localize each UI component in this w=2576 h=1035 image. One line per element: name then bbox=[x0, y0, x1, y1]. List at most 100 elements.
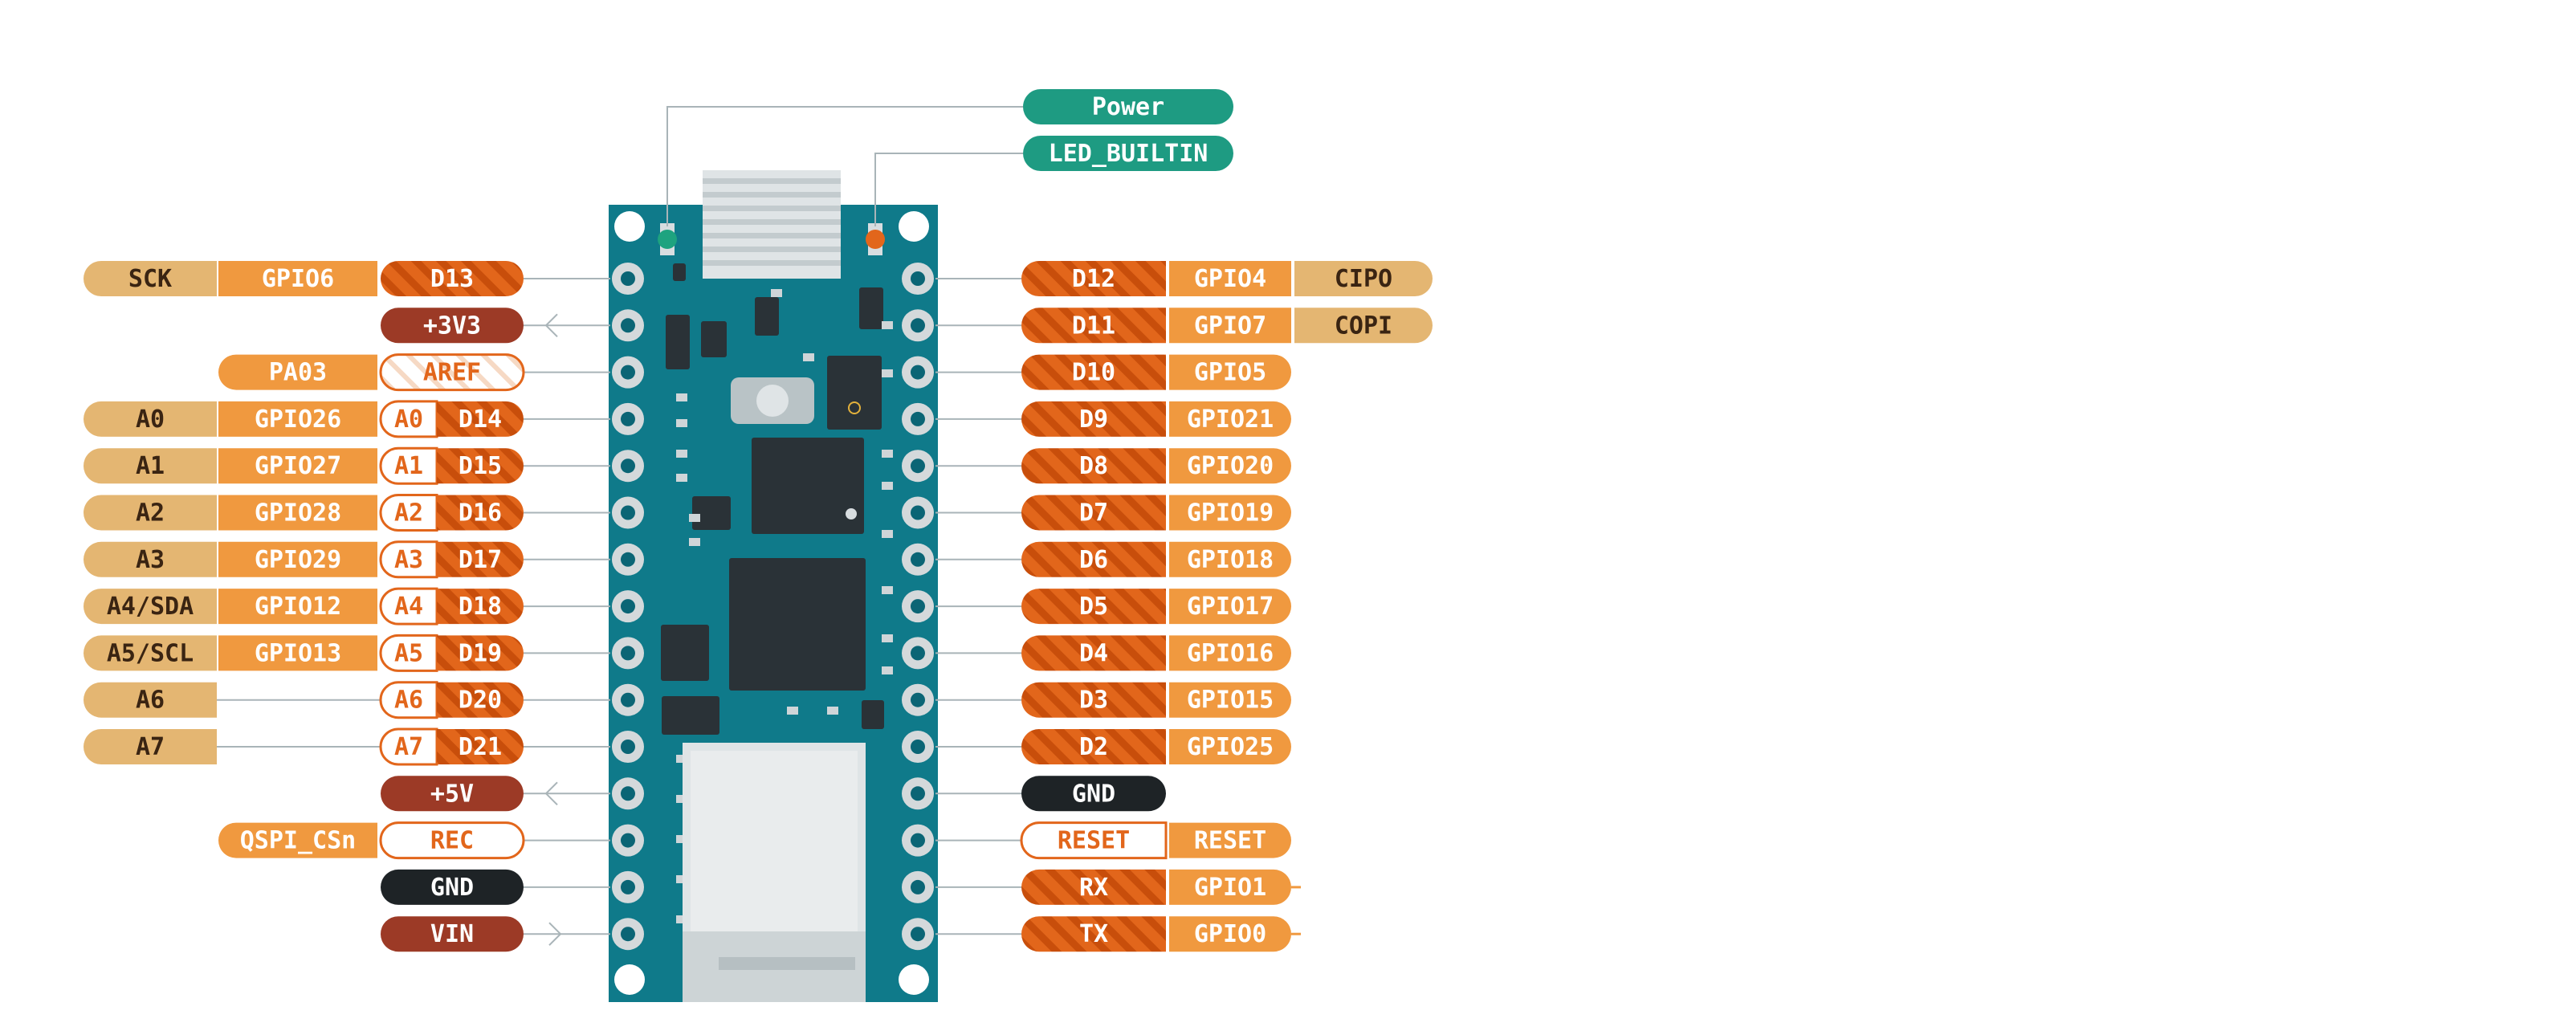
periph-label-shape bbox=[83, 401, 217, 437]
periph-label-shape bbox=[84, 261, 217, 296]
smd-part bbox=[803, 353, 814, 361]
pin-label-text: D8 bbox=[1079, 452, 1108, 480]
wifi-antenna-trace bbox=[719, 957, 855, 970]
pin-label: D16 bbox=[437, 495, 524, 531]
component bbox=[673, 263, 686, 281]
periph-label-text: A2 bbox=[136, 499, 165, 528]
pin-pad-hole bbox=[911, 411, 925, 426]
pin-label-shape bbox=[1021, 354, 1166, 390]
pin-pad-hole bbox=[621, 505, 635, 520]
pin-label-text: D3 bbox=[1079, 687, 1108, 715]
pin-label: AREF bbox=[379, 353, 525, 392]
gpio-label: GPIO18 bbox=[1169, 541, 1291, 577]
pin-label: D6 bbox=[1021, 541, 1166, 577]
analog-label-shape bbox=[379, 587, 438, 625]
periph-label-shape bbox=[84, 495, 218, 531]
gpio-label: GPIO13 bbox=[218, 635, 377, 671]
periph-label: CIPO bbox=[1294, 261, 1433, 296]
power-led-label-text: Power bbox=[1092, 93, 1164, 121]
gpio-label-shape bbox=[1169, 916, 1291, 952]
pin-label-shape bbox=[381, 308, 524, 344]
mounting-hole bbox=[899, 211, 929, 242]
mcu-chip bbox=[729, 558, 866, 691]
pin-label: RX bbox=[1021, 869, 1166, 905]
smd-part bbox=[676, 875, 687, 883]
analog-label-text: A1 bbox=[394, 452, 423, 480]
pin-pad-hole bbox=[911, 599, 925, 614]
pin-label-text: D14 bbox=[459, 405, 502, 434]
gpio-label-text: GPIO26 bbox=[255, 405, 341, 434]
smd-part bbox=[882, 321, 893, 329]
usb-connector-stripe bbox=[703, 206, 841, 211]
analog-label-text: A7 bbox=[394, 733, 423, 761]
gpio-label-text: GPIO7 bbox=[1194, 312, 1266, 340]
pin-pad-hole bbox=[621, 786, 635, 801]
smd-part bbox=[676, 835, 687, 843]
pin-label: D11 bbox=[1021, 308, 1166, 344]
gpio-label: GPIO20 bbox=[1169, 448, 1291, 484]
gpio-label-shape bbox=[1169, 635, 1291, 671]
pin-label-shape bbox=[381, 869, 524, 905]
periph-label-shape bbox=[84, 635, 218, 671]
analog-label-text: A4 bbox=[394, 593, 423, 621]
gpio-label: GPIO5 bbox=[1169, 354, 1291, 390]
reset-button-cap bbox=[756, 385, 789, 417]
gpio-label-text: GPIO13 bbox=[255, 639, 341, 667]
pin-pad-hole bbox=[911, 552, 925, 567]
gpio-label: GPIO1 bbox=[1169, 869, 1291, 905]
pin-label: D13 bbox=[381, 261, 524, 296]
pin-label-text: D10 bbox=[1072, 359, 1115, 387]
pin-pad-hole bbox=[621, 365, 635, 380]
analog-label: A2 bbox=[379, 494, 438, 532]
pin-label-shape bbox=[381, 776, 524, 812]
gpio-label-text: RESET bbox=[1194, 827, 1266, 855]
periph-label-text: SCK bbox=[128, 265, 172, 293]
mounting-hole bbox=[899, 964, 929, 995]
pin-label: D20 bbox=[437, 682, 524, 718]
pin-label: REC bbox=[379, 821, 525, 860]
main-chip bbox=[752, 438, 864, 534]
pin-label: D10 bbox=[1021, 354, 1166, 390]
pin-label-shape bbox=[1021, 635, 1166, 671]
gpio-label-shape bbox=[218, 448, 377, 484]
smd-part bbox=[882, 450, 893, 458]
gpio-label-text: GPIO27 bbox=[255, 452, 341, 480]
pin-label-shape bbox=[1021, 261, 1166, 296]
pin-label: D8 bbox=[1021, 448, 1166, 484]
gpio-label-shape bbox=[218, 495, 377, 531]
pin-label-text: D4 bbox=[1079, 639, 1108, 667]
analog-label-text: A0 bbox=[394, 405, 423, 434]
pin-label-shape bbox=[437, 635, 524, 671]
smd-part bbox=[676, 755, 687, 763]
gpio-label-shape bbox=[1169, 682, 1291, 718]
component bbox=[859, 287, 883, 329]
pin-label-text: GND bbox=[430, 874, 474, 902]
pin-label: D18 bbox=[437, 589, 524, 625]
periph-label-text: A6 bbox=[136, 687, 165, 715]
gpio-label-text: GPIO16 bbox=[1187, 639, 1274, 667]
smd-part bbox=[882, 530, 893, 538]
gpio-label-shape bbox=[218, 541, 377, 577]
wifi-module-shield bbox=[691, 751, 858, 931]
pin-label-shape bbox=[1021, 541, 1166, 577]
pin-label-shape bbox=[437, 729, 524, 764]
pin-label-shape bbox=[1021, 589, 1166, 625]
gpio-label-text: GPIO0 bbox=[1194, 920, 1266, 948]
pin-label-shape bbox=[379, 821, 525, 860]
led-power bbox=[658, 230, 677, 249]
component bbox=[701, 321, 727, 357]
gpio-label: RESET bbox=[1169, 822, 1291, 858]
smd-part bbox=[882, 482, 893, 490]
pin-label-shape bbox=[437, 682, 524, 718]
connector-lines bbox=[217, 106, 1301, 946]
pin-pad-hole bbox=[911, 365, 925, 380]
pin-label-text: D7 bbox=[1079, 499, 1108, 528]
periph-label-text: A3 bbox=[136, 546, 165, 574]
periph-label-text: A5/SCL bbox=[107, 639, 194, 667]
gpio-label-text: GPIO1 bbox=[1194, 874, 1266, 902]
periph-label-text: A1 bbox=[136, 452, 165, 480]
connector-arrow bbox=[548, 922, 562, 946]
gpio-label: GPIO25 bbox=[1169, 729, 1291, 764]
gpio-label: GPIO26 bbox=[218, 401, 377, 437]
